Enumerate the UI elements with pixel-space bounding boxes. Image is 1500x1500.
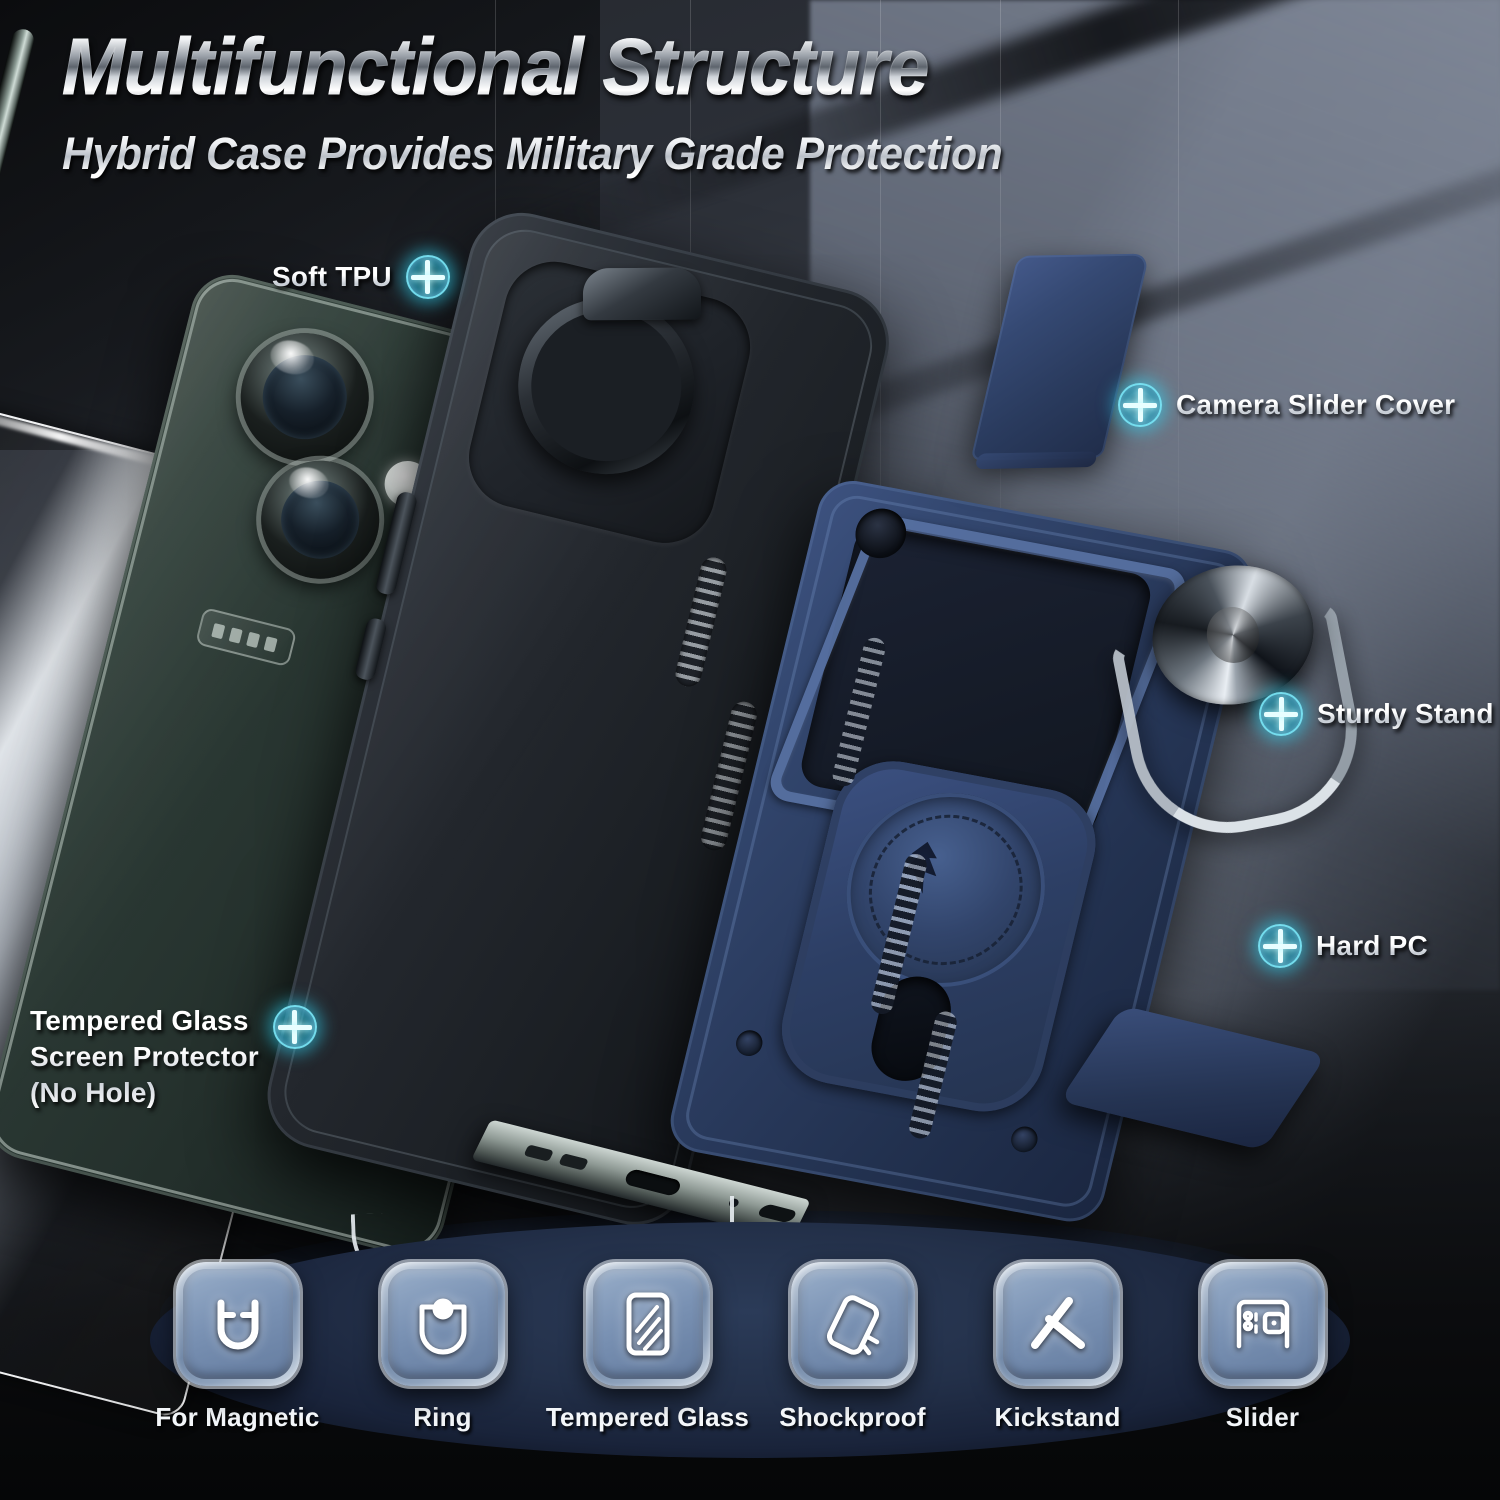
feature-item-shockproof[interactable]: Shockproof	[779, 1262, 926, 1433]
kickstand-icon	[995, 1262, 1120, 1386]
tpu-ring-hook	[582, 267, 702, 321]
screen-glass-icon	[585, 1262, 710, 1386]
feature-item-kickstand[interactable]: Kickstand	[985, 1262, 1130, 1433]
header-block: Multifunctional Structure Hybrid Case Pr…	[62, 25, 1212, 180]
crosshair-icon	[272, 1005, 317, 1049]
callout-camera-slider-cover[interactable]: Camera Slider Cover	[1118, 383, 1455, 427]
camera-slider-icon	[1200, 1262, 1325, 1386]
page-title: Multifunctional Structure	[62, 25, 1143, 107]
magnet-icon	[175, 1262, 300, 1386]
callout-tempered-glass[interactable]: Tempered Glass Screen Protector (No Hole…	[30, 1003, 317, 1110]
feature-item-slider[interactable]: Slider	[1190, 1262, 1335, 1433]
callout-label: Hard PC	[1316, 928, 1428, 964]
feature-label: Tempered Glass	[545, 1402, 750, 1432]
callout-label: Tempered Glass Screen Protector (No Hole…	[30, 1003, 259, 1110]
callout-label: Soft TPU	[272, 259, 392, 295]
feature-item-ring[interactable]: Ring	[370, 1262, 515, 1433]
ring-holder-icon	[380, 1262, 505, 1386]
callout-hard-pc[interactable]: Hard PC	[1258, 924, 1428, 968]
feature-label: For Magnetic	[155, 1402, 320, 1432]
feature-label: Slider	[1225, 1402, 1300, 1432]
magnetic-ring-plate	[826, 776, 1066, 1004]
usb-c-port	[622, 1168, 683, 1197]
feature-label: Shockproof	[779, 1402, 926, 1432]
feature-item-for-magnetic[interactable]: For Magnetic	[155, 1262, 319, 1433]
callout-sturdy-stand[interactable]: Sturdy Stand	[1259, 692, 1494, 736]
background-panel-line	[1178, 0, 1179, 700]
feature-label: Kickstand	[994, 1402, 1121, 1432]
speaker-slot	[755, 1203, 799, 1224]
crosshair-icon	[1259, 692, 1303, 736]
drop-phone-icon	[790, 1262, 915, 1386]
feature-item-tempered-glass[interactable]: Tempered Glass	[546, 1262, 749, 1433]
callout-soft-tpu[interactable]: Soft TPU	[272, 255, 450, 299]
feature-icon-row: For Magnetic Ring Tempered Glass	[0, 1262, 1500, 1433]
crosshair-icon	[1258, 924, 1302, 968]
page-subtitle: Hybrid Case Provides Military Grade Prot…	[62, 128, 1155, 180]
feature-label: Ring	[413, 1402, 472, 1432]
callout-label: Camera Slider Cover	[1176, 387, 1455, 423]
product-pedestal	[150, 1222, 1350, 1458]
callout-label: Sturdy Stand	[1317, 696, 1494, 732]
crosshair-icon	[405, 255, 450, 299]
crosshair-icon	[1118, 383, 1162, 427]
